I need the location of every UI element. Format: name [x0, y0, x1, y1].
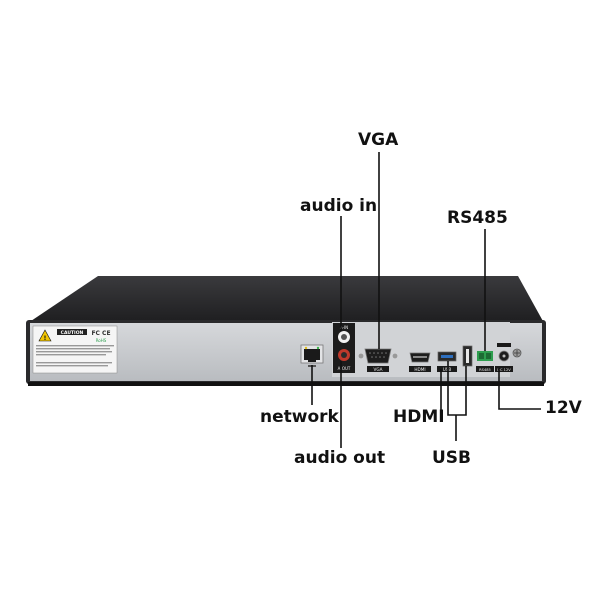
dc12v-label: DC 12V	[497, 368, 511, 372]
usb-leader	[447, 361, 467, 416]
ground-screw-icon	[512, 348, 522, 358]
warning-icon	[38, 329, 52, 342]
usb-port-2	[462, 345, 473, 367]
caution-text: CAUTION	[61, 330, 84, 336]
network-port	[300, 344, 324, 367]
vga-port-label: VGA	[374, 367, 383, 372]
rohs-mark: RoHS	[96, 338, 107, 343]
usb-callout-label: USB	[432, 448, 472, 468]
twelve-v-leader	[498, 368, 541, 410]
svg-text:!: !	[44, 335, 47, 342]
chassis-top	[28, 276, 544, 323]
vga-callout-label: VGA	[358, 130, 399, 150]
rs485-terminal: RS485	[476, 351, 494, 372]
vga-port: VGA	[358, 348, 398, 372]
usb-port-1: USB	[437, 351, 457, 372]
chassis-bottom	[28, 382, 544, 386]
hdmi-callout-label: HDMI	[393, 407, 445, 427]
a-out-label: A-OUT	[338, 366, 351, 371]
audio-in-callout-label: audio in	[300, 196, 378, 216]
dc-power-jack: DC 12V	[495, 343, 513, 372]
caution-label: ! CAUTION FC CE RoHS	[32, 325, 118, 374]
a-in-label: A-IN	[340, 325, 348, 330]
audio-out-callout-label: audio out	[294, 448, 386, 468]
hdmi-port-label: HDMI	[414, 367, 425, 372]
rs485-callout-label: RS485	[447, 208, 508, 228]
audio-in-jack	[338, 331, 350, 343]
fc-ce-mark: FC CE	[91, 330, 110, 337]
audio-out-jack	[338, 349, 350, 361]
network-callout-label: network	[260, 407, 339, 427]
twelve-v-callout-label: 12V	[545, 398, 582, 418]
rs485-port-label: RS485	[479, 368, 491, 372]
usb-port-label: USB	[443, 367, 452, 372]
hdmi-port: HDMI	[409, 352, 431, 372]
